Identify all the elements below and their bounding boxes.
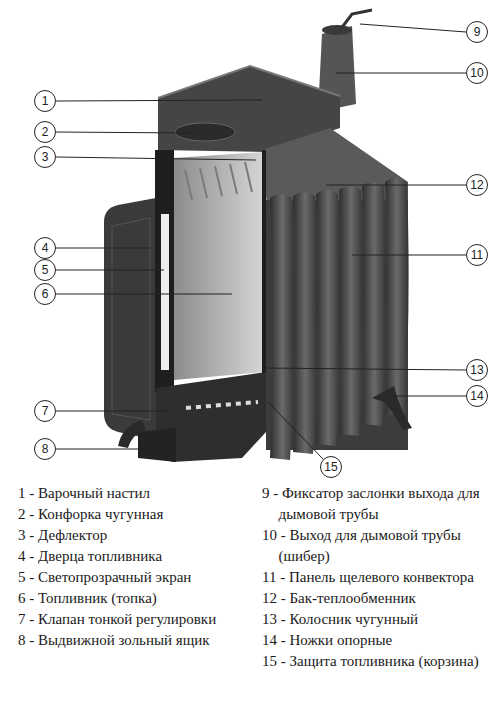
callout-number: 10 <box>466 62 488 84</box>
top-edge <box>158 66 340 98</box>
leg <box>372 386 412 430</box>
part-description: 2 - Конфорка чугунная <box>18 504 246 525</box>
part-description: 8 - Выдвижной зольный ящик <box>18 630 246 651</box>
part-description: 4 - Дверца топливника <box>18 546 246 567</box>
ash-drawer <box>138 428 176 462</box>
callout-text: 2 <box>42 126 49 138</box>
callout-text: 6 <box>42 288 49 300</box>
part-description: 13 - Колосник чугунный <box>262 609 498 630</box>
callout-text: 3 <box>42 151 49 163</box>
leg <box>118 420 146 448</box>
callout-number: 6 <box>34 283 56 305</box>
glass-screen <box>161 214 169 370</box>
part-description: 1 - Варочный настил <box>18 483 246 504</box>
callout-text: 9 <box>474 26 481 38</box>
convector-tubes <box>270 178 409 460</box>
callout-number: 8 <box>34 438 56 460</box>
callout-number: 1 <box>34 90 56 112</box>
callout-text: 12 <box>470 179 483 191</box>
callout-text: 5 <box>42 264 49 276</box>
section-edge <box>262 150 266 374</box>
legend-column: 1 - Варочный настил2 - Конфорка чугунная… <box>18 483 246 651</box>
legend-column: 9 - Фиксатор заслонки выхода для дымовой… <box>262 483 498 672</box>
section-wall <box>155 150 174 392</box>
part-description: 5 - Светопрозрачный экран <box>18 567 246 588</box>
callout-number: 11 <box>466 244 488 266</box>
part-description: 3 - Дефлектор <box>18 525 246 546</box>
part-description: 12 - Бак-теплообменник <box>262 588 498 609</box>
callout-number: 4 <box>34 237 56 259</box>
callout-number: 13 <box>466 359 488 381</box>
leader-lines <box>56 24 466 459</box>
door <box>104 198 156 440</box>
part-description: 7 - Клапан тонкой регулировки <box>18 609 246 630</box>
callout-text: 14 <box>470 390 483 402</box>
burner <box>175 123 235 141</box>
callout-text: 13 <box>470 364 483 376</box>
callout-number: 2 <box>34 121 56 143</box>
callout-text: 4 <box>42 242 49 254</box>
callout-text: 7 <box>42 405 49 417</box>
callout-text: 11 <box>471 249 483 261</box>
grate <box>186 402 258 408</box>
part-description: 6 - Топливник (топка) <box>18 588 246 609</box>
callout-text: 8 <box>42 443 49 455</box>
part-description: 15 - Защита топливника (корзина) <box>262 651 498 672</box>
callout-number: 5 <box>34 259 56 281</box>
callout-text: 1 <box>42 95 49 107</box>
callout-text: 15 <box>324 461 337 473</box>
part-description: 9 - Фиксатор заслонки выхода для дымовой… <box>262 483 498 525</box>
damper-handle <box>340 10 372 30</box>
callout-number: 9 <box>466 21 488 43</box>
callout-number: 12 <box>466 174 488 196</box>
deflector-fins <box>185 162 252 200</box>
callout-number: 14 <box>466 385 488 407</box>
callout-text: 10 <box>470 67 483 79</box>
part-description: 10 - Выход для дымовой трубы (шибер) <box>262 525 498 567</box>
firebox <box>174 152 264 380</box>
callout-number: 15 <box>320 456 342 478</box>
callout-number: 3 <box>34 146 56 168</box>
chimney-top <box>322 25 352 35</box>
part-description: 14 - Ножки опорные <box>262 630 498 651</box>
callout-number: 7 <box>34 400 56 422</box>
part-description: 11 - Панель щелевого конвектора <box>262 567 498 588</box>
